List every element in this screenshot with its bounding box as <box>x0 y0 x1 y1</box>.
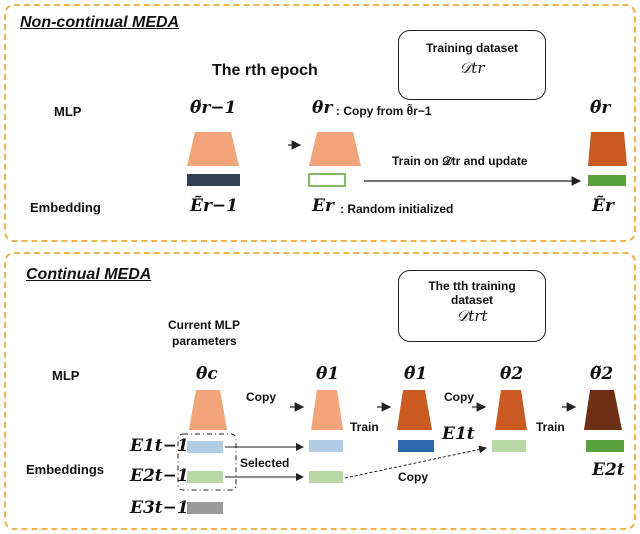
current-params-line1: Current MLP <box>168 318 240 332</box>
embed-label-e2-prev: E2t−1 <box>130 466 189 486</box>
embedding-prev: Ẽr−1 <box>190 196 238 216</box>
mlp-trapezoid-prev <box>187 132 239 166</box>
mlp-trapezoid-theta1 <box>311 390 343 430</box>
train-update-label: Train on 𝒟tr and update <box>392 154 528 168</box>
copy-label-3: Copy <box>398 470 428 484</box>
mlp-trapezoid-out <box>588 132 627 166</box>
embed-label-e1-prev: E1t−1 <box>130 436 189 456</box>
non-continual-panel <box>4 4 636 242</box>
mlp-trapezoid-theta1-tilde <box>397 390 432 430</box>
theta-r: θr <box>312 98 333 118</box>
arrow-copy-e2 <box>344 445 487 479</box>
row-label-mlp-continual: MLP <box>52 368 80 383</box>
embed-label-e1-t: E1t <box>442 424 475 444</box>
theta-1-tilde: θ̃1 <box>404 364 428 384</box>
mlp-trapezoid-theta2-tilde <box>584 390 622 430</box>
embed-theta1-e2 <box>309 471 343 483</box>
mlp-trapezoid-theta2 <box>495 390 527 430</box>
theta-out: θ̃r <box>590 98 611 118</box>
continual-panel <box>4 252 636 530</box>
training-dataset-symbol: 𝒟tr <box>459 59 485 77</box>
embedding-bar-out <box>588 175 626 186</box>
embed-e2-prev <box>187 471 223 483</box>
copy-label-2: Copy <box>444 390 474 404</box>
copy-from-label: : Copy from θ̃r−1 <box>336 104 432 118</box>
embed-e1-prev <box>187 441 223 453</box>
epoch-label: The rth epoch <box>212 62 318 79</box>
row-label-embedding: Embedding <box>30 200 101 215</box>
embed-e1-t <box>398 440 434 452</box>
embed-theta1-e1 <box>309 440 343 452</box>
copy-label-1: Copy <box>246 390 276 404</box>
mlp-trapezoid-c <box>189 390 227 430</box>
continual-title: Continual MEDA <box>26 266 152 283</box>
selection-box <box>177 433 237 491</box>
non-continual-title: Non-continual MEDA <box>20 14 180 31</box>
embedding-bar-prev <box>187 174 240 186</box>
theta-2: θ2 <box>500 364 524 384</box>
tth-dataset-line1: The tth training <box>428 279 516 293</box>
training-dataset-box: Training dataset 𝒟tr <box>398 30 546 100</box>
embed-label-e2-t: E2t <box>592 460 625 480</box>
selected-label: Selected <box>240 456 290 470</box>
theta-prev: θ̃r−1 <box>190 98 237 118</box>
tth-dataset-symbol: 𝒟trt <box>456 307 488 325</box>
random-init-label: : Random initialized <box>340 202 454 216</box>
theta-1: θ1 <box>316 364 340 384</box>
theta-c: θc <box>196 364 218 384</box>
current-params-line2: parameters <box>172 334 237 348</box>
embedding-r: Er <box>312 196 334 216</box>
embed-label-e3-prev: E3t−1 <box>130 498 189 518</box>
mlp-trapezoid-r <box>309 132 361 166</box>
embedding-bar-r <box>308 173 346 187</box>
tth-dataset-line2: dataset <box>450 293 494 307</box>
embedding-out: Ẽr <box>592 196 614 216</box>
tth-dataset-box: The tth training dataset 𝒟trt <box>398 270 546 342</box>
training-dataset-label: Training dataset <box>425 41 519 55</box>
train-label-1: Train <box>350 420 379 434</box>
embed-e2-t <box>586 440 624 452</box>
embed-e3-prev <box>187 502 223 514</box>
row-label-embeddings: Embeddings <box>26 462 105 477</box>
row-label-mlp: MLP <box>54 104 82 119</box>
theta-2-tilde: θ̃2 <box>590 364 614 384</box>
train-label-2: Train <box>536 420 565 434</box>
embed-theta2-e2 <box>492 440 526 452</box>
